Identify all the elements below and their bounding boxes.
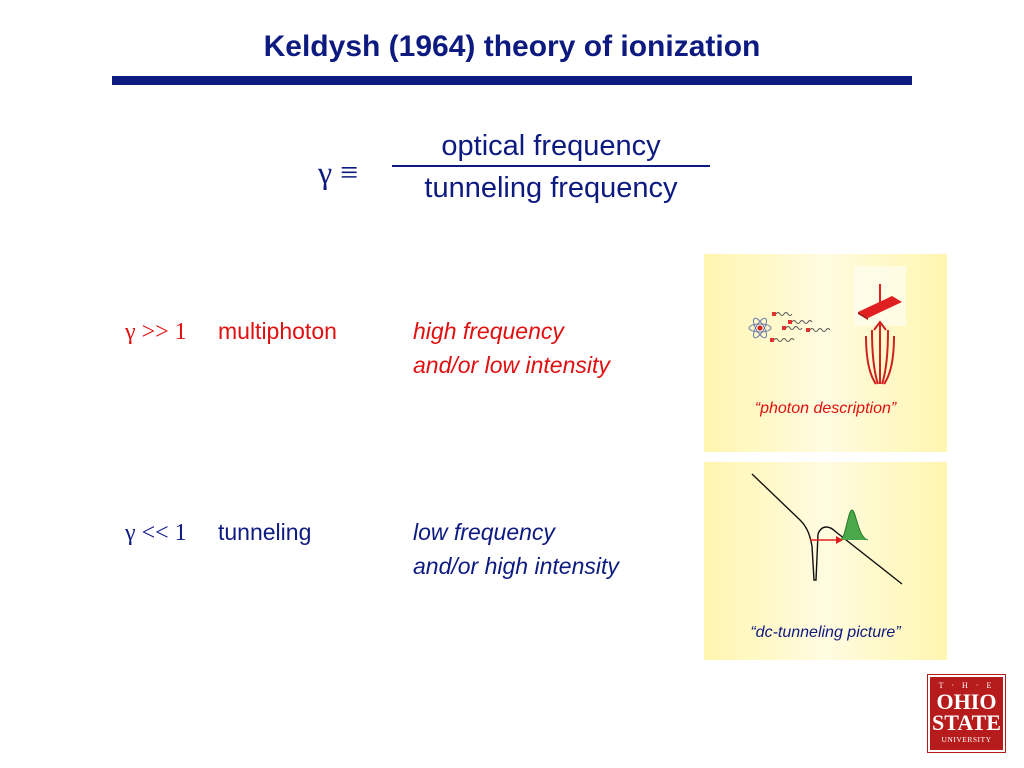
logo-line-university: UNIVERSITY — [941, 735, 992, 744]
tunneling-line2: and/or high intensity — [413, 553, 619, 579]
slide-title: Keldysh (1964) theory of ionization — [263, 30, 761, 63]
multiphoton-condition: γ >> 1 — [125, 319, 187, 345]
tunneling-line1: low frequency — [413, 519, 555, 545]
fraction-numerator: optical frequency — [441, 130, 661, 162]
potential-curve — [751, 473, 903, 585]
fraction-bar — [392, 165, 710, 167]
logo-line-the: T · H · E — [938, 681, 995, 690]
photon-wave-icon — [770, 312, 831, 342]
tunneling-picture-caption: “dc-tunneling picture” — [750, 624, 901, 641]
fraction-denominator: tunneling frequency — [424, 172, 678, 204]
tunneling-picture-panel: “dc-tunneling picture” — [704, 462, 947, 660]
multiphoton-regime: multiphoton — [218, 318, 337, 344]
photon-illustration — [748, 266, 906, 385]
tunneling-regime: tunneling — [218, 519, 312, 545]
gamma-definition-symbol: γ ≡ — [318, 154, 359, 190]
photon-description-panel: “photon description” — [704, 254, 947, 452]
wavepacket-icon — [839, 509, 869, 541]
photon-description-caption: “photon description” — [754, 400, 897, 417]
potential-diagram — [751, 473, 903, 585]
logo-line-state: STATE — [932, 710, 1001, 735]
ohio-state-logo: T · H · E OHIO STATE UNIVERSITY — [927, 674, 1006, 753]
tunneling-condition: γ << 1 — [125, 520, 187, 546]
logo-line-ohio: OHIO — [936, 689, 997, 714]
multiphoton-line2: and/or low intensity — [413, 352, 610, 378]
laser-plate-icon — [854, 266, 906, 326]
atom-icon — [748, 317, 772, 339]
multiphoton-line1: high frequency — [413, 318, 564, 344]
beam-icon — [865, 320, 895, 385]
title-underline — [112, 76, 912, 85]
